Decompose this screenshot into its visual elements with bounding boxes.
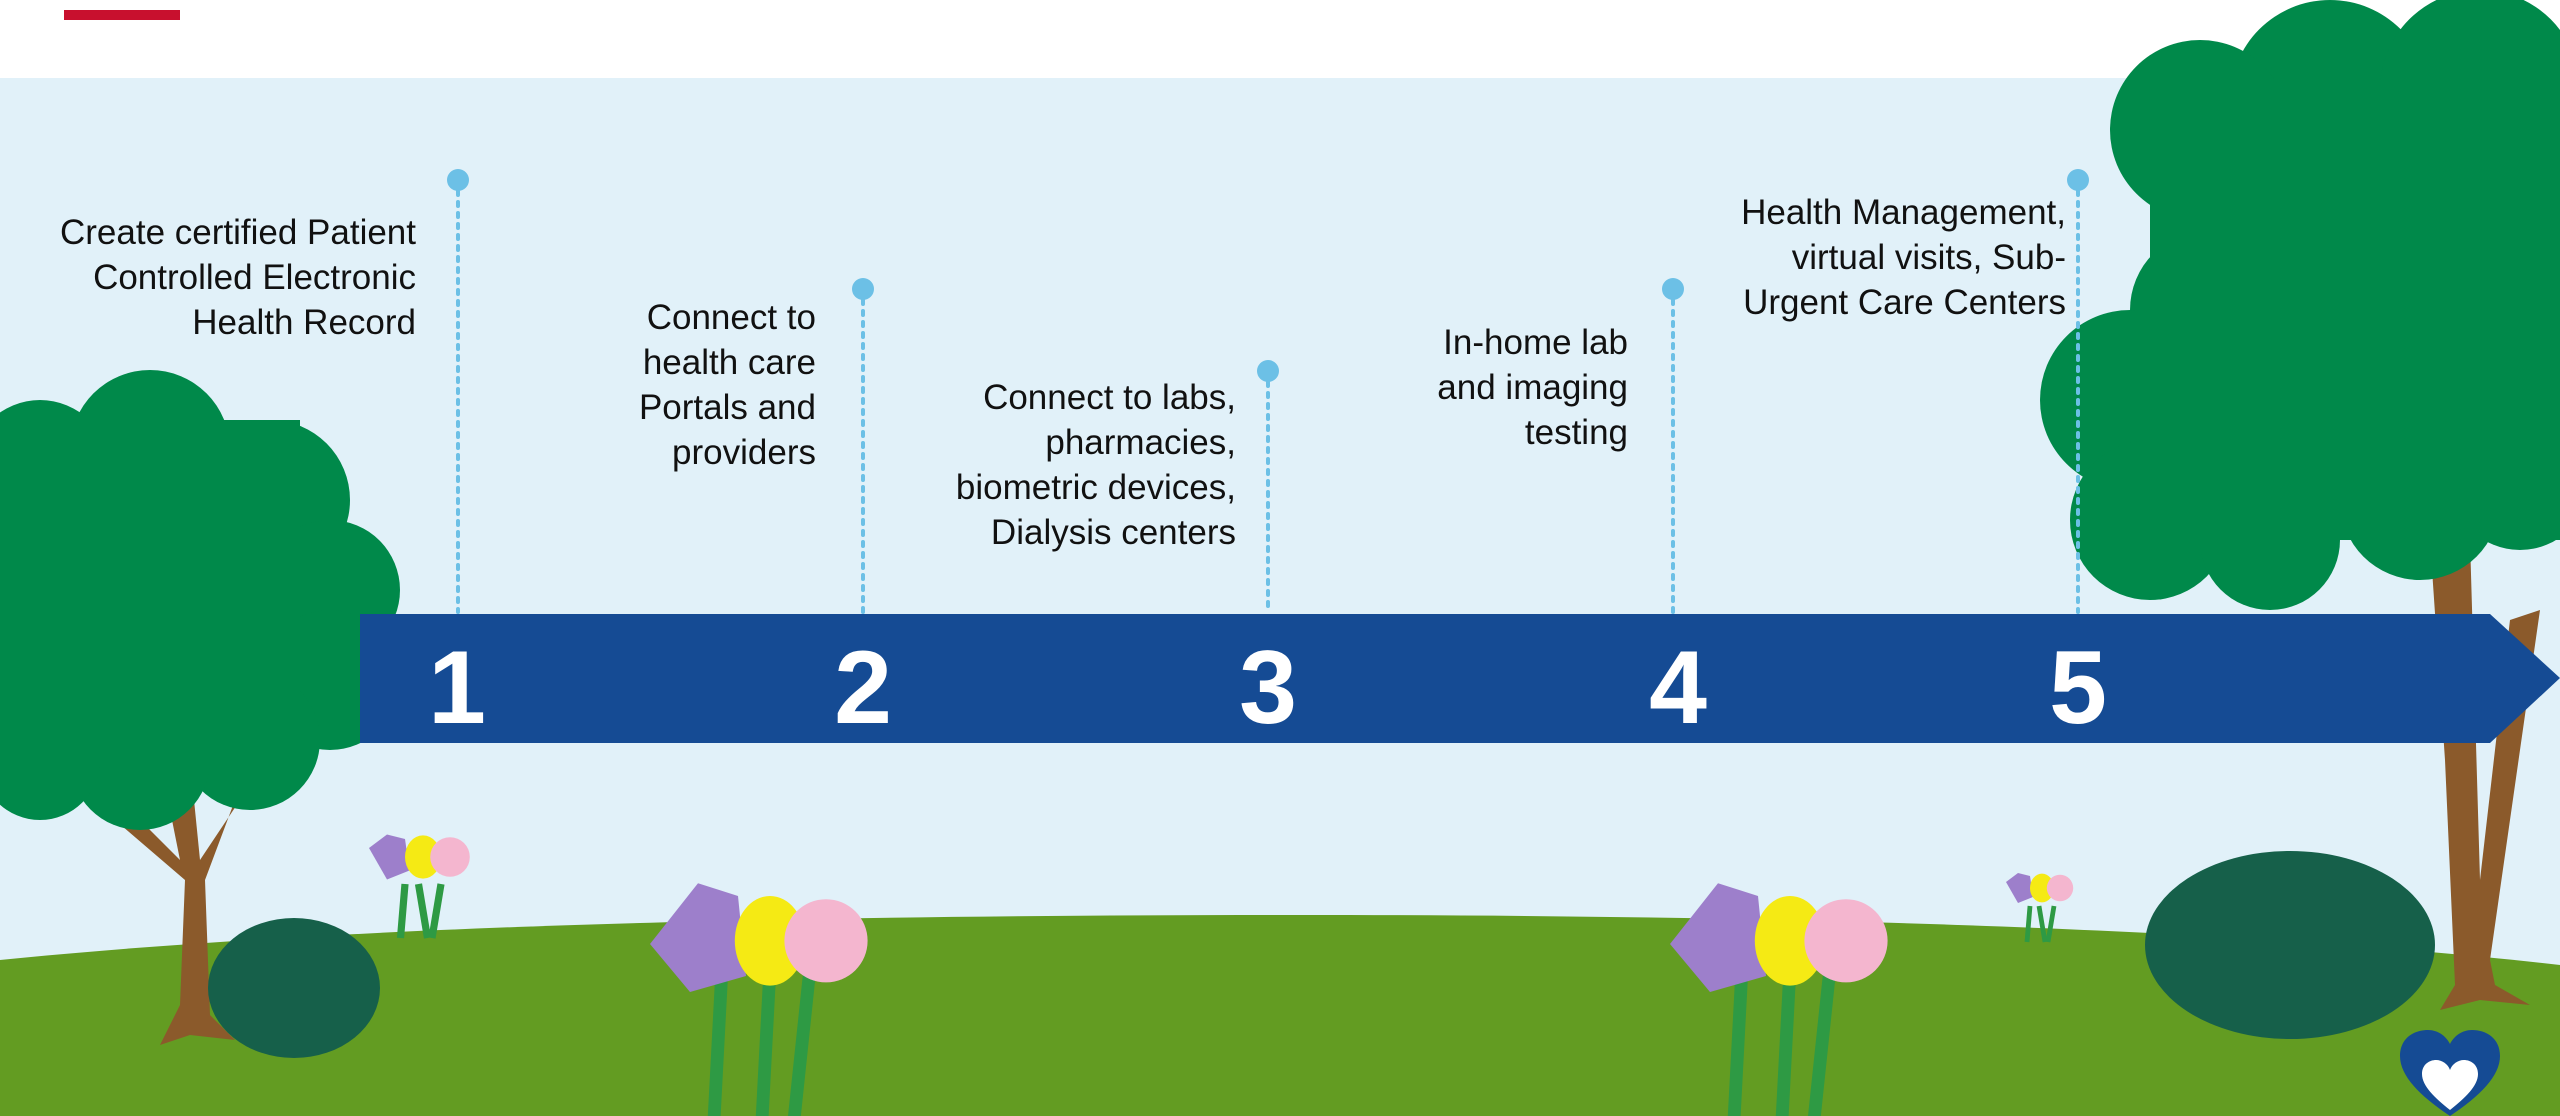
flower-icon <box>650 883 868 1116</box>
step-4-number: 4 <box>1649 630 1707 746</box>
flower-icon <box>2006 873 2074 943</box>
step-markers <box>447 169 2089 614</box>
step-4-marker-dot <box>1662 278 1684 300</box>
step-1-number: 1 <box>428 630 486 746</box>
step-5-description: Health Management, virtual visits, Sub- … <box>1741 193 2066 322</box>
flower-icon <box>369 834 470 939</box>
step-4-description: In-home lab and imaging testing <box>1437 323 1628 452</box>
bush-icon <box>2145 851 2435 1039</box>
step-2-description: Connect to health care Portals and provi… <box>638 298 816 472</box>
timeline-arrow <box>360 614 2560 743</box>
ground <box>0 915 2560 1116</box>
step-1-description: Create certified Patient Controlled Elec… <box>59 213 416 342</box>
heart-icon <box>2400 1030 2500 1116</box>
accent-bar <box>64 10 180 20</box>
step-3-marker-dot <box>1257 360 1279 382</box>
bush-icon <box>208 918 380 1058</box>
step-5-number: 5 <box>2049 630 2107 746</box>
step-3-number: 3 <box>1239 630 1297 746</box>
flower-icon <box>1670 883 1888 1116</box>
step-3-description: Connect to labs, pharmacies, biometric d… <box>955 378 1236 552</box>
step-2-marker-dot <box>852 278 874 300</box>
step-1-marker-dot <box>447 169 469 191</box>
step-2-number: 2 <box>834 630 892 746</box>
step-5-marker-dot <box>2067 169 2089 191</box>
